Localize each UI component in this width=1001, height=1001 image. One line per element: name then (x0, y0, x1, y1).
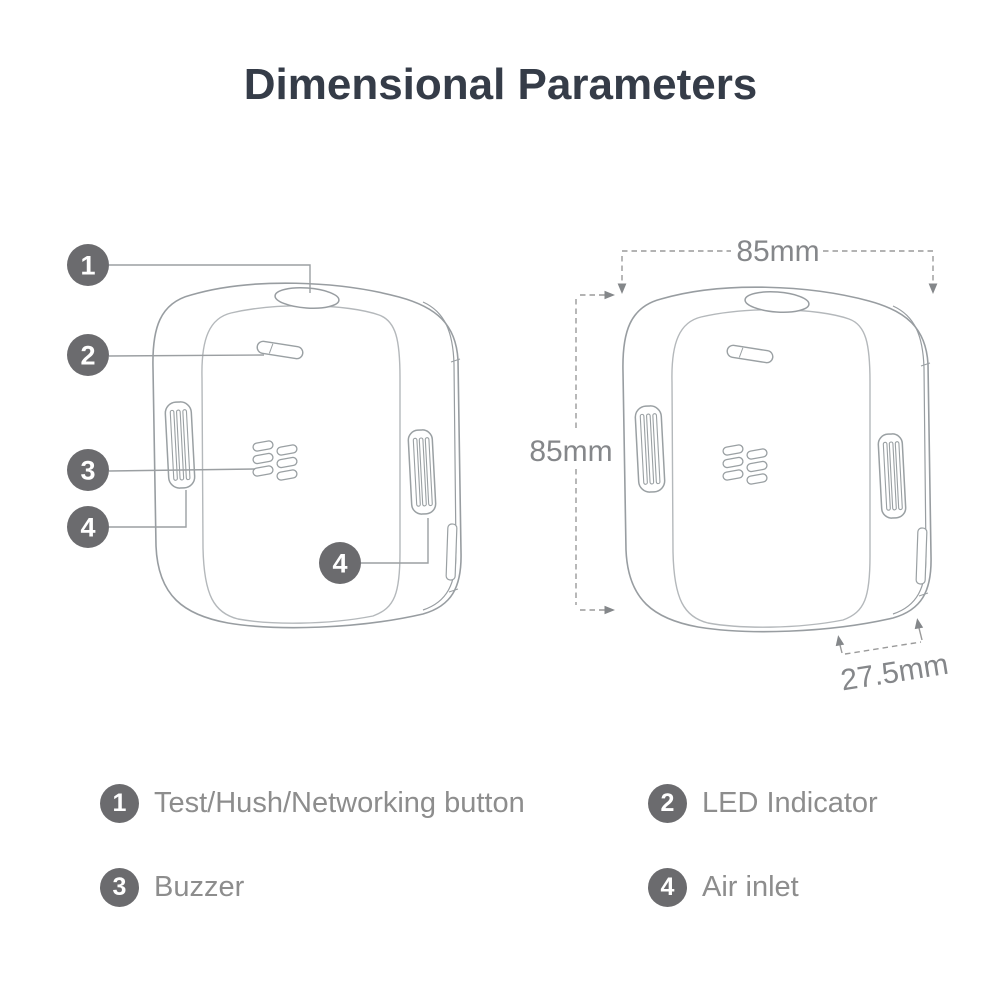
callout-4-right-badge: 4 (319, 542, 361, 584)
legend-label-3: Buzzer (154, 871, 245, 903)
dimension-arrowheads (604, 283, 938, 647)
legend-badge-4: 4 (648, 868, 687, 907)
legend-item-led-indicator: 2 LED Indicator (648, 784, 878, 823)
legend-label-4: Air inlet (702, 871, 799, 903)
callout-2-badge: 2 (67, 334, 109, 376)
legend-label-2: LED Indicator (702, 787, 878, 819)
dimension-arrow-stems (839, 627, 923, 654)
callout-4-left-badge: 4 (67, 506, 109, 548)
legend-item-air-inlet: 4 Air inlet (648, 868, 799, 907)
svg-text:3: 3 (80, 456, 95, 486)
dimension-lines (575, 250, 934, 655)
legend-badge-3: 3 (100, 868, 139, 907)
legend-label-1: Test/Hush/Networking button (154, 787, 525, 819)
legend-item-buzzer: 3 Buzzer (100, 868, 244, 907)
svg-text:4: 4 (332, 549, 347, 579)
svg-text:1: 1 (80, 251, 95, 281)
page-title: Dimensional Parameters (243, 60, 758, 109)
svg-text:2: 2 (80, 341, 95, 371)
callout-badges: 1 2 3 4 4 (67, 244, 361, 584)
legend-badge-1: 1 (100, 784, 139, 823)
legend-badge-2: 2 (648, 784, 687, 823)
dimension-view-device (622, 286, 932, 633)
callout-lines (108, 264, 429, 564)
dimension-width-label: 85mm (736, 235, 819, 268)
callout-3-badge: 3 (67, 449, 109, 491)
dimension-height-label: 85mm (529, 435, 612, 468)
front-view-device (152, 282, 462, 629)
svg-text:4: 4 (80, 513, 95, 543)
legend-item-test-button: 1 Test/Hush/Networking button (100, 784, 525, 823)
callout-1-badge: 1 (67, 244, 109, 286)
dimension-depth-label: 27.5mm (838, 648, 950, 698)
